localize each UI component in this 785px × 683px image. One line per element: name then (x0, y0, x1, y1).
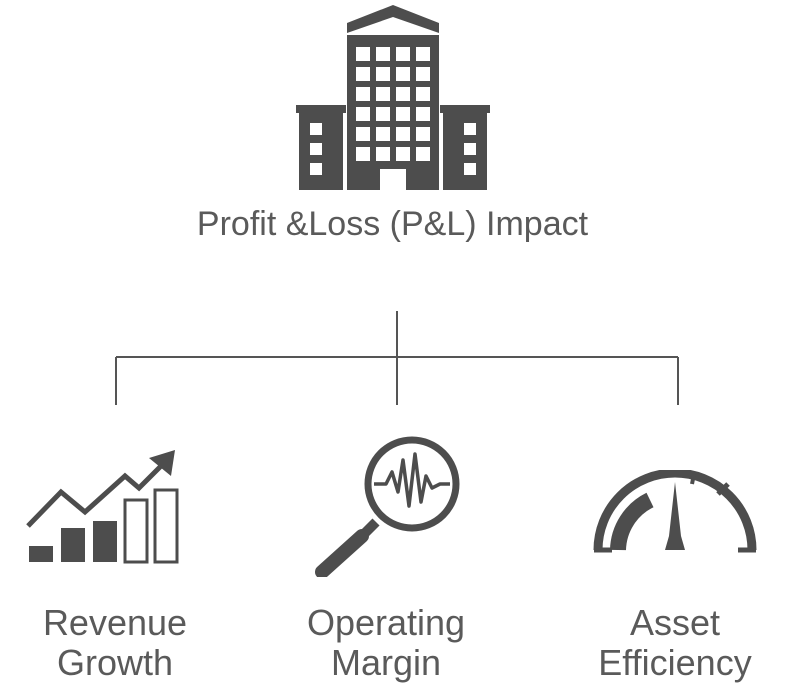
node-label-revenue-growth: Revenue Growth (0, 603, 235, 683)
speedometer-gauge-icon (593, 470, 757, 553)
building-icon (296, 5, 490, 190)
bar-chart-growth-icon (26, 450, 179, 564)
node-label-line: Asset (629, 602, 721, 643)
node-label-operating-margin: Operating Margin (266, 603, 506, 683)
node-label-line: Efficiency (598, 642, 752, 683)
magnifier-pulse-icon (315, 436, 460, 577)
node-label-asset-efficiency: Asset Efficiency (555, 603, 785, 683)
tree-connector (115, 311, 679, 405)
diagram-title: Profit &Loss (P&L) Impact (196, 205, 589, 243)
node-label-line: Margin (330, 642, 442, 683)
node-label-line: Growth (56, 642, 174, 683)
node-label-line: Revenue (42, 602, 188, 643)
node-label-line: Operating (306, 602, 466, 643)
